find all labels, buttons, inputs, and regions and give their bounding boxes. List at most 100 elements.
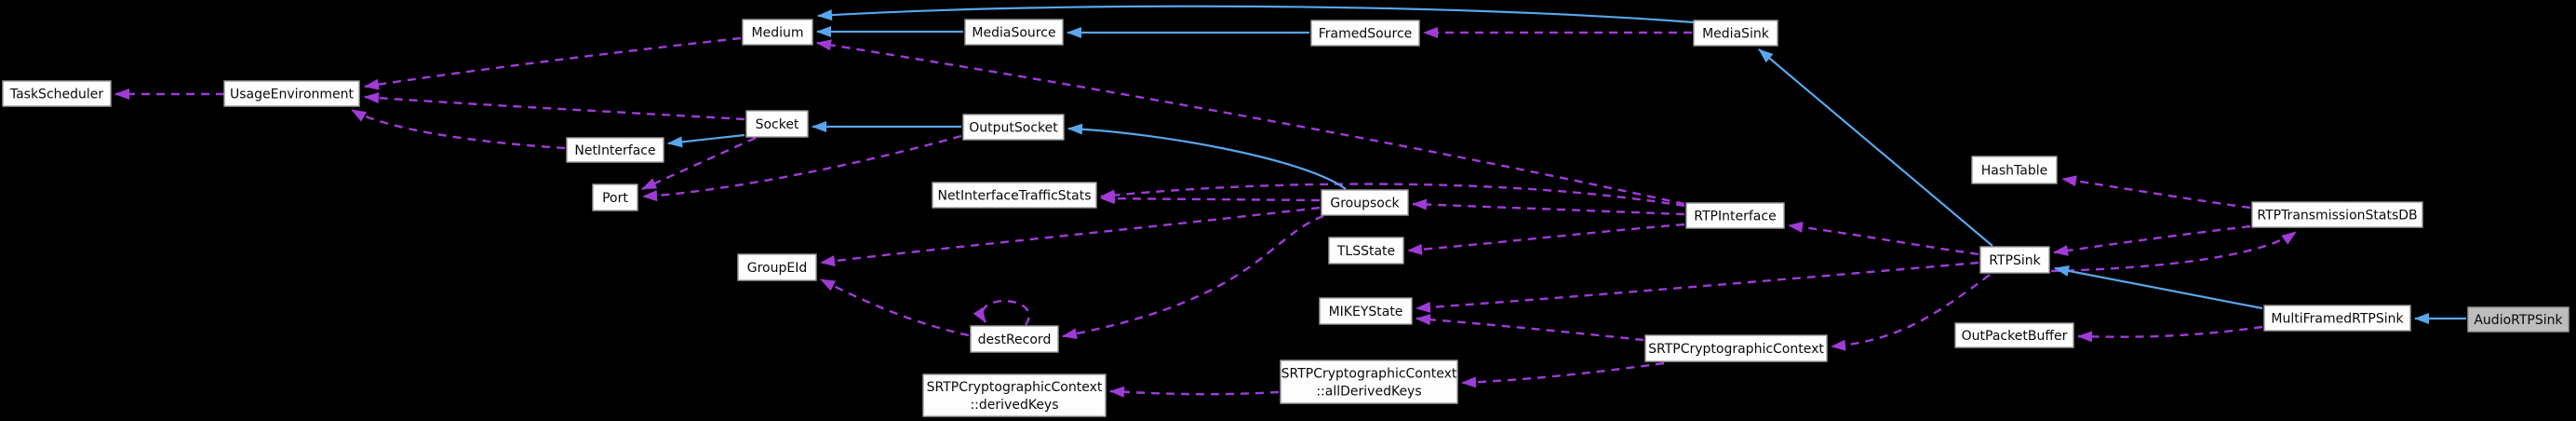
- node-label-netinterfacetrafficstats: NetInterfaceTrafficStats: [937, 189, 1091, 204]
- node-box-rtpsink[interactable]: [1979, 246, 2050, 274]
- node-box-groupeid[interactable]: [737, 253, 817, 281]
- node-box-rtptransmissionstatsdb[interactable]: [2251, 201, 2423, 228]
- edge-outputsocket-to-port: [642, 134, 962, 202]
- node-label-netinterface: NetInterface: [574, 143, 655, 158]
- node-usageenvironment[interactable]: UsageEnvironment: [223, 80, 360, 107]
- node-srtpcc_derivedkeys[interactable]: SRTPCryptographicContext::derivedKeys: [922, 373, 1107, 417]
- edge-rtptransmissionstatsdb-to-rtpsink: [2053, 224, 2251, 256]
- node-tlsstate[interactable]: TLSState: [1328, 237, 1404, 265]
- node-rtpinterface[interactable]: RTPInterface: [1685, 202, 1785, 229]
- node-destrecord[interactable]: destRecord: [970, 325, 1059, 353]
- node-box-hashtable[interactable]: [1971, 156, 2058, 184]
- edge-groupsock-to-netinterfacetrafficstats: [1100, 193, 1321, 205]
- node-label-medium: Medium: [752, 26, 804, 41]
- node-socket[interactable]: Socket: [745, 110, 809, 138]
- node-box-rtpinterface[interactable]: [1685, 202, 1785, 229]
- node-label-tlsstate: TLSState: [1336, 244, 1395, 259]
- node-rtptransmissionstatsdb[interactable]: RTPTransmissionStatsDB: [2251, 201, 2423, 228]
- node-srtpcc_allderivedkeys[interactable]: SRTPCryptographicContext::allDerivedKeys: [1280, 360, 1458, 404]
- node-label-port: Port: [602, 191, 628, 206]
- node-box-srtpcc_allderivedkeys[interactable]: [1280, 360, 1458, 404]
- edge-groupsock-to-destrecord: [1062, 214, 1324, 340]
- node-box-multiframedrtpsink[interactable]: [2263, 305, 2411, 332]
- node-rtpsink[interactable]: RTPSink: [1979, 246, 2050, 274]
- node-label-srtpcc_allderivedkeys-line2: ::allDerivedKeys: [1316, 385, 1421, 400]
- edge-socket-to-port: [641, 136, 757, 191]
- node-box-taskscheduler[interactable]: [2, 80, 112, 107]
- node-srtpcryptographiccontext[interactable]: SRTPCryptographicContext: [1644, 334, 1828, 362]
- node-box-netinterface[interactable]: [566, 137, 664, 163]
- node-label-groupsock: Groupsock: [1330, 197, 1400, 211]
- node-box-srtpcryptographiccontext[interactable]: [1644, 334, 1828, 362]
- node-mikeystate[interactable]: MIKEYState: [1319, 297, 1413, 325]
- node-label-framedsource: FramedSource: [1319, 27, 1413, 42]
- node-box-framedsource[interactable]: [1310, 20, 1420, 47]
- edge-rtpsink-to-rtptransmissionstatsdb: [2050, 231, 2297, 273]
- edge-groupsock-to-outputsocket-inheritance: [1067, 123, 1347, 190]
- edge-rtptransmissionstatsdb-to-hashtable: [2061, 175, 2251, 210]
- node-box-medium[interactable]: [742, 19, 813, 46]
- node-label-groupeid: GroupEId: [747, 261, 807, 276]
- node-framedsource[interactable]: FramedSource: [1310, 20, 1420, 47]
- edge-srtpcc_allderivedkeys-to-srtpcc_derivedkeys: [1109, 386, 1280, 398]
- node-label-srtpcryptographiccontext: SRTPCryptographicContext: [1648, 342, 1824, 357]
- edge-socket-to-netinterface-inheritance: [667, 133, 745, 148]
- edge-rtpinterface-to-groupsock: [1412, 198, 1685, 216]
- edge-rtpsink-to-rtpinterface: [1788, 221, 1979, 256]
- edge-rtpsink-to-srtpcryptographiccontext: [1831, 274, 1991, 351]
- node-box-audiortpsink[interactable]: [2467, 306, 2569, 333]
- node-box-outpacketbuffer[interactable]: [1954, 322, 2074, 348]
- node-label-mediasink: MediaSink: [1702, 27, 1770, 42]
- edge-rtpinterface-to-medium: [816, 39, 1685, 206]
- node-groupeid[interactable]: GroupEId: [737, 253, 817, 281]
- node-box-mikeystate[interactable]: [1319, 297, 1413, 325]
- node-taskscheduler[interactable]: TaskScheduler: [2, 80, 112, 107]
- node-multiframedrtpsink[interactable]: MultiFramedRTPSink: [2263, 305, 2411, 332]
- node-audiortpsink[interactable]: AudioRTPSink: [2467, 306, 2569, 333]
- node-box-port[interactable]: [592, 183, 638, 211]
- edge-rtpinterface-to-netinterfacetrafficstats: [1100, 183, 1685, 208]
- node-port[interactable]: Port: [592, 183, 638, 211]
- node-box-outputsocket[interactable]: [962, 114, 1065, 141]
- edge-rtpinterface-to-tlsstate: [1407, 223, 1685, 255]
- edge-rtpsink-to-mediasink-inheritance: [1758, 48, 1993, 247]
- node-box-mediasink[interactable]: [1693, 20, 1778, 47]
- node-netinterfacetrafficstats[interactable]: NetInterfaceTrafficStats: [932, 182, 1097, 209]
- node-label-hashtable: HashTable: [1981, 164, 2047, 179]
- node-box-socket[interactable]: [745, 110, 809, 138]
- edge-srtpcryptographiccontext-to-mikeystate: [1415, 314, 1644, 342]
- node-medium[interactable]: Medium: [742, 19, 813, 46]
- node-label-multiframedrtpsink: MultiFramedRTPSink: [2271, 312, 2404, 327]
- edge-destrecord-to-groupeid: [820, 278, 970, 337]
- edge-multiframedrtpsink-to-outpacketbuffer: [2077, 325, 2263, 343]
- edge-socket-to-usageenvironment: [364, 92, 745, 121]
- node-box-groupsock[interactable]: [1321, 189, 1409, 216]
- node-mediasink[interactable]: MediaSink: [1693, 20, 1778, 47]
- node-label-audiortpsink: AudioRTPSink: [2474, 313, 2563, 328]
- node-groupsock[interactable]: Groupsock: [1321, 189, 1409, 216]
- node-label-mikeystate: MIKEYState: [1329, 305, 1403, 319]
- node-outputsocket[interactable]: OutputSocket: [962, 114, 1065, 141]
- node-label-taskscheduler: TaskScheduler: [9, 88, 104, 102]
- node-label-usageenvironment: UsageEnvironment: [230, 88, 355, 102]
- node-outpacketbuffer[interactable]: OutPacketBuffer: [1954, 322, 2074, 348]
- node-label-srtpcc_derivedkeys-line1: SRTPCryptographicContext: [927, 380, 1103, 395]
- node-label-socket: Socket: [756, 117, 799, 132]
- node-box-tlsstate[interactable]: [1328, 237, 1404, 265]
- node-label-srtpcc_derivedkeys-line2: ::derivedKeys: [970, 398, 1058, 413]
- node-box-mediasource[interactable]: [964, 19, 1064, 46]
- edge-srtpcryptographiccontext-to-srtpcc_allderivedkeys: [1461, 361, 1665, 388]
- node-mediasource[interactable]: MediaSource: [964, 19, 1064, 46]
- node-box-usageenvironment[interactable]: [223, 80, 360, 107]
- node-label-destrecord: destRecord: [978, 333, 1052, 347]
- node-label-mediasource: MediaSource: [972, 26, 1055, 41]
- node-box-netinterfacetrafficstats[interactable]: [932, 182, 1097, 209]
- node-box-srtpcc_derivedkeys[interactable]: [922, 373, 1107, 417]
- node-label-outpacketbuffer: OutPacketBuffer: [1962, 329, 2068, 344]
- node-box-destrecord[interactable]: [970, 325, 1059, 353]
- node-netinterface[interactable]: NetInterface: [566, 137, 664, 163]
- edge-groupsock-to-groupeid: [820, 206, 1321, 267]
- node-hashtable[interactable]: HashTable: [1971, 156, 2058, 184]
